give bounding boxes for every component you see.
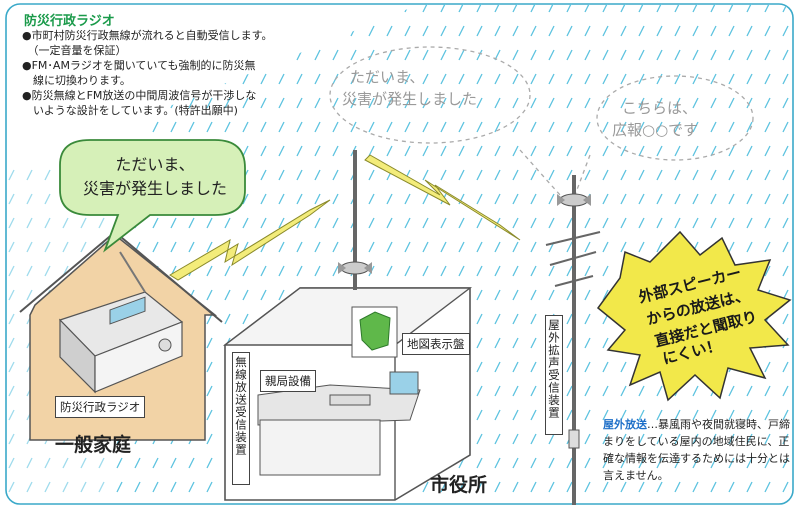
ghost-bubble-1-outline — [329, 46, 531, 144]
note-heading: 屋外放送 — [603, 418, 647, 431]
ghost-bubble-1-line-2: 災害が発生しました — [342, 90, 478, 108]
ghost-bubble-1-line-1: ただいま、 — [350, 68, 425, 86]
bolt-pole — [364, 154, 521, 241]
ghost-bubble-2-line-2: 広報○○です — [612, 121, 699, 139]
home-bubble-line-1: ただいま、 — [115, 155, 195, 174]
radio-illustration — [58, 251, 184, 394]
outdoor-receiver-label: 屋外拡声受信装置 — [545, 315, 563, 435]
feature-line-2: （一定音量を保証） — [22, 44, 127, 57]
home-bubble-shape — [59, 139, 246, 253]
radio-label: 防災行政ラジオ — [55, 396, 146, 418]
city-hall-label: 市役所 — [430, 474, 488, 496]
ghost-bubble-2-outline — [596, 75, 754, 161]
feature-line-4: 線に切換わります。 — [22, 74, 131, 87]
city-hall-building — [222, 287, 473, 501]
home-label: 一般家庭 — [55, 434, 132, 456]
home-bubble-line-2: 災害が発生しました — [82, 179, 227, 198]
note-text: …暴風雨や夜間就寝時、戸締まりをしている屋内の地域住民に、正確な情報を伝達するた… — [603, 418, 790, 482]
outdoor-pole — [545, 175, 601, 505]
feature-line-1: ●市町村防災行政無線が流れると自動受信します。 — [22, 29, 273, 42]
page-title: 防災行政ラジオ — [24, 14, 115, 29]
receiver-label: 無線放送受信装置 — [232, 352, 250, 485]
feature-line-6: いような設計をしています。(特許出願中) — [22, 104, 238, 117]
burst-shape — [596, 230, 792, 402]
feature-line-5: ●防災無線とFM放送の中間周波信号が干渉しな — [22, 89, 257, 102]
ghost-bubble-2-line-1: こちらは、 — [622, 99, 698, 117]
bolt-home — [169, 199, 331, 281]
map-panel-label: 地図表示盤 — [402, 333, 470, 355]
feature-line-3: ●FM･AMラジオを聞いていても強制的に防災無 — [22, 59, 256, 72]
master-station-label: 親局設備 — [260, 370, 316, 392]
outdoor-broadcast-note: 屋外放送…暴風雨や夜間就寝時、戸締まりをしている屋内の地域住民に、正確な情報を伝… — [603, 416, 793, 484]
